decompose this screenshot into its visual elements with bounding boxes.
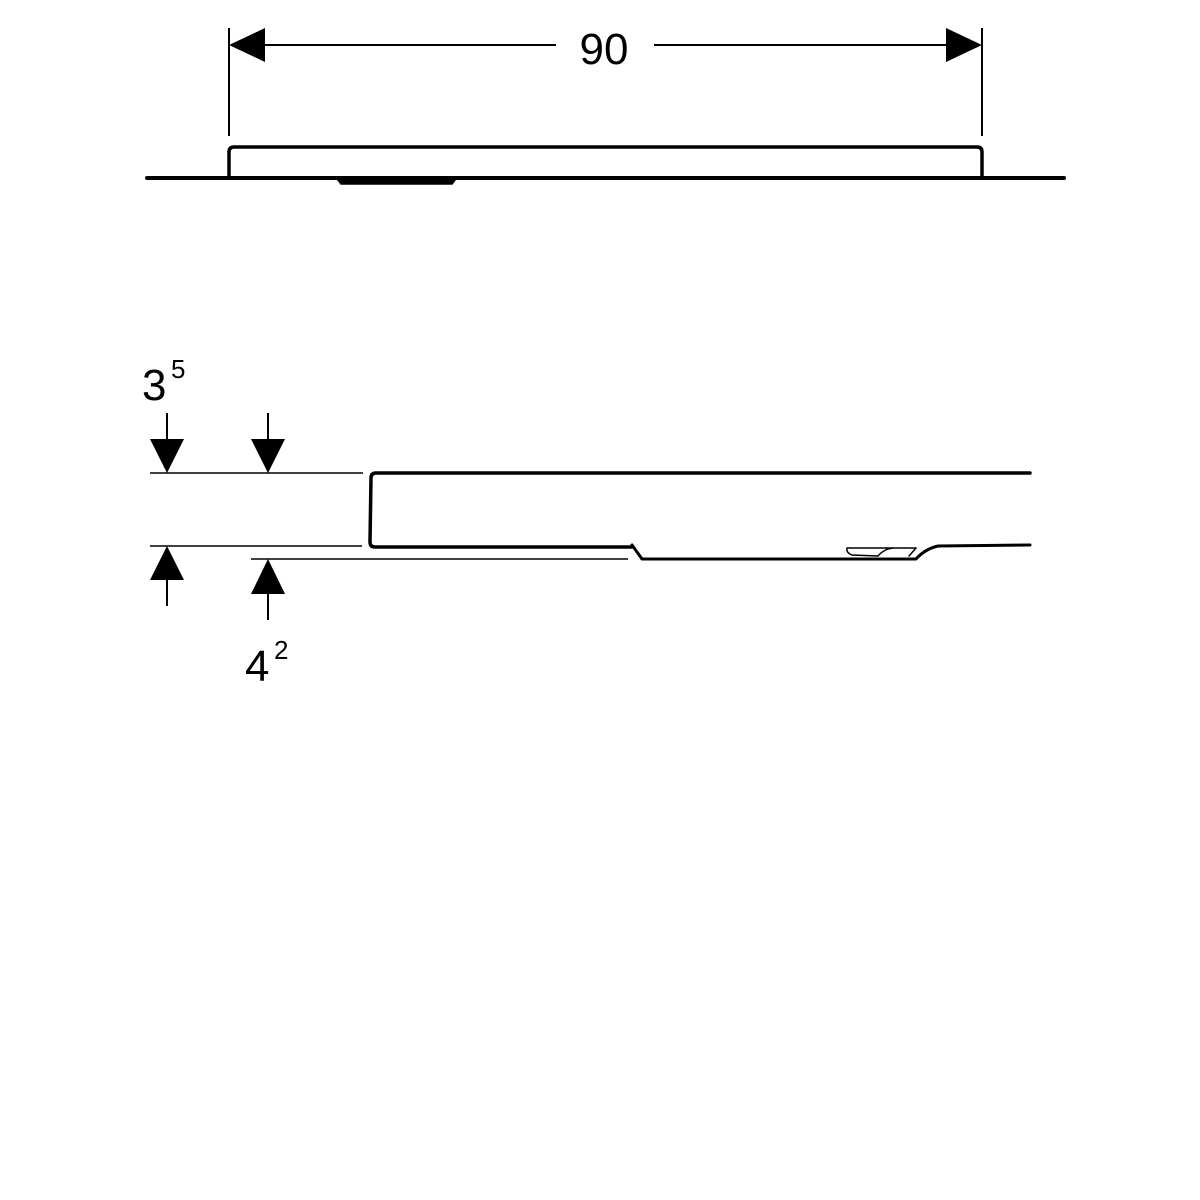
top-height-arrow-left [150,439,184,473]
base-height-arrow-left [150,546,184,580]
section-drain-outlet-slant [908,547,917,557]
section-tray-body [368,471,1032,549]
top-height-dimension [150,413,285,606]
width-dimension-label: 90 [580,25,629,74]
width-arrow-left [229,28,265,62]
top-height-arrow-right [251,439,285,473]
section-drain-channel [630,543,1032,561]
bottom-height-dimension [251,559,285,620]
width-arrow-right [946,28,982,62]
width-dimension [228,28,983,136]
height-dimension-lines [150,472,628,560]
top-height-label: 3 [142,361,166,410]
plan-drain-strip [337,179,456,185]
bottom-height-superscript: 2 [274,635,288,665]
section-drain-outlet [846,547,894,557]
plan-view [145,145,1066,185]
bottom-height-arrow [251,559,285,594]
top-height-superscript: 5 [171,354,185,384]
plan-tray-outline [227,145,984,178]
section-view [368,471,1032,561]
bottom-height-label: 4 [245,642,269,691]
